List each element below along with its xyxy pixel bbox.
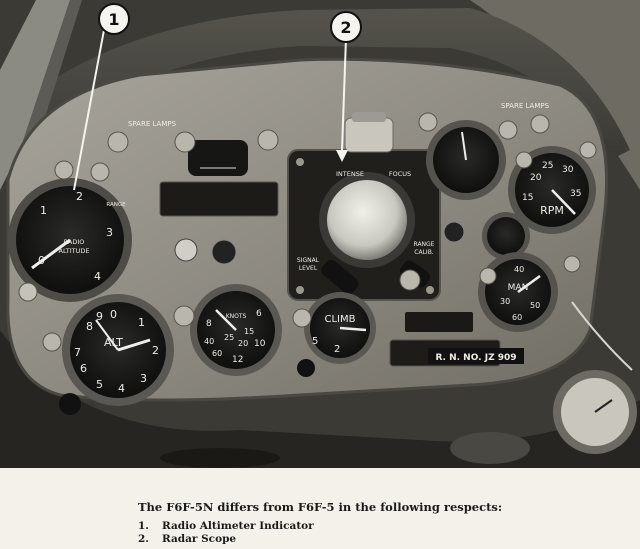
svg-text:60: 60 [212,349,222,358]
instrument-panel-illustration: 1 2 SPARE LAMPS SPARE LAMPS RADIO ALTITU… [0,0,640,468]
callout-2-leader [341,37,347,151]
canopy-frame [0,0,70,190]
small-right-gauge [487,217,525,255]
toggle-switch[interactable] [174,238,198,262]
callout-1-leader [73,29,105,191]
scope-connector [344,117,394,153]
signal-level-label-2: LEVEL [299,265,318,272]
svg-text:4: 4 [94,270,101,283]
serial-plate: R. N. NO. JZ 909 [435,353,516,363]
right-bulkhead [470,0,640,190]
svg-text:7: 7 [74,346,81,359]
focus-label: FOCUS [389,170,411,178]
svg-text:15: 15 [522,193,533,203]
svg-text:2: 2 [76,190,83,203]
svg-text:6: 6 [256,309,262,319]
svg-text:3: 3 [106,226,113,239]
svg-text:9: 9 [96,310,103,323]
svg-text:20: 20 [530,173,542,183]
svg-text:8: 8 [206,319,212,329]
caption-item: 1. Radio Altimeter Indicator [138,520,314,532]
radio-altimeter-label-1: RADIO [64,238,85,246]
spare-lamp-sockets [42,112,597,352]
callout-2 [330,11,362,43]
svg-text:50: 50 [530,301,540,310]
callout-1 [98,3,130,35]
tachometer-label: RPM [540,204,564,217]
caption-item: 2. Radar Scope [138,533,236,545]
svg-text:40: 40 [204,337,214,346]
svg-text:30: 30 [500,297,510,306]
svg-text:35: 35 [570,189,581,199]
svg-text:60: 60 [512,313,522,322]
canopy-frame-edge [20,0,82,152]
svg-text:1: 1 [138,316,145,329]
caption-item-number: 1. [138,520,149,532]
callout-1-label: 1 [108,10,119,29]
svg-text:20: 20 [238,339,248,348]
svg-text:25: 25 [542,161,553,171]
svg-text:15: 15 [244,327,254,336]
panel-knob-right[interactable] [443,221,465,243]
range-calib-label-1: RANGE [414,241,435,248]
signal-level-label-1: SIGNAL [297,257,320,264]
svg-text:5: 5 [96,378,103,391]
lower-console [0,330,640,468]
svg-text:0: 0 [38,254,45,267]
svg-text:6: 6 [80,362,87,375]
caption-item-number: 2. [138,533,149,545]
caption-heading: The F6F-5N differs from F6F-5 in the fol… [138,500,503,514]
svg-text:0: 0 [110,308,117,321]
radio-altimeter-range-label: RANGE [106,202,126,208]
svg-text:2: 2 [152,344,159,357]
placard-left [159,181,279,217]
caption: The F6F-5N differs from F6F-5 in the fol… [0,468,640,549]
signal-level-knob[interactable] [319,257,361,297]
climb-label: CLIMB [325,314,356,325]
svg-text:40: 40 [514,265,524,274]
caption-item-text: Radio Altimeter Indicator [162,520,314,532]
svg-text:3: 3 [140,372,147,385]
svg-text:1: 1 [40,204,47,217]
radar-scope-screen [327,180,407,260]
svg-text:2: 2 [334,344,340,355]
glare-hood [10,8,630,160]
svg-text:5: 5 [312,336,318,347]
panel-knob[interactable] [211,239,237,265]
svg-text:8: 8 [86,320,93,333]
spare-lamps-label-left: SPARE LAMPS [128,120,177,128]
intense-label: INTENSE [336,170,364,178]
airspeed-label: KNOTS [226,313,247,320]
upper-small-gauge [188,140,248,176]
radio-altimeter-label-2: ALTITUDE [59,247,90,255]
caption-item-text: Radar Scope [162,533,237,545]
svg-text:12: 12 [232,355,243,365]
altimeter-label: ALT [104,336,123,349]
instrument-panel-photo: 1 2 SPARE LAMPS SPARE LAMPS RADIO ALTITU… [0,0,640,468]
callout-2-label: 2 [340,18,351,37]
range-calib-label-2: CALIB. [414,249,434,256]
svg-text:4: 4 [118,382,125,395]
placard-right [405,312,473,332]
svg-text:30: 30 [562,165,574,175]
manifold-label: MAN [508,283,529,293]
svg-text:10: 10 [254,339,266,349]
svg-text:25: 25 [224,333,234,342]
spare-lamps-label-right: SPARE LAMPS [501,102,550,110]
radio-altimeter-needle [31,238,71,270]
